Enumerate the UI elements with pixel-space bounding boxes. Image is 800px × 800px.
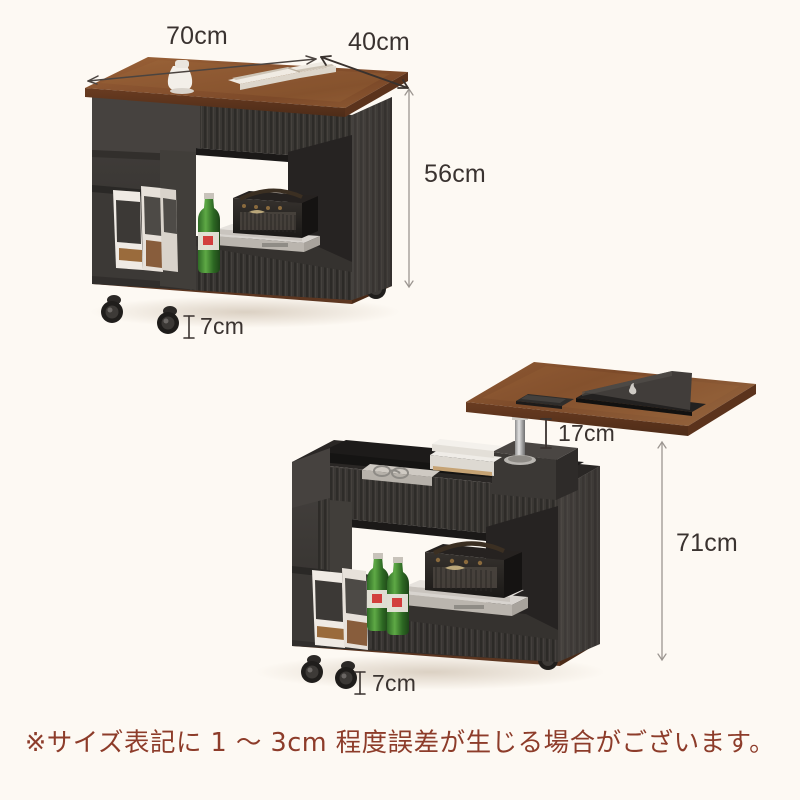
dimension-label-depth: 40cm [348, 28, 410, 56]
beer-bottle-closed [198, 193, 220, 273]
tray-items [362, 439, 502, 486]
open-book-closed [228, 62, 336, 90]
shelf-items-closed [198, 188, 320, 273]
laptop [576, 371, 706, 416]
dimension-label-caster-bottom: 7cm [372, 670, 417, 696]
speaker-closed [233, 188, 318, 238]
phone [516, 394, 574, 409]
magazines-closed [113, 186, 178, 272]
dimension-lines-top [87, 55, 414, 339]
size-disclaimer-note: ※サイズ表記に 1 〜 3cm 程度誤差が生じる場合がございます。 [24, 728, 776, 758]
dimension-lines-bottom [354, 418, 667, 695]
beer-bottles-lifted [367, 553, 409, 635]
eyeglasses [373, 465, 409, 479]
dimension-label-height: 56cm [424, 160, 486, 188]
dimension-label-width: 70cm [166, 22, 228, 50]
figure-lifted-table [255, 362, 756, 690]
lift-post [504, 414, 536, 465]
dimension-label-total-height: 71cm [676, 529, 738, 557]
shelf-items-lifted [367, 541, 528, 635]
dimension-label-caster-top: 7cm [200, 313, 245, 339]
dimension-label-lift-rise: 17cm [558, 420, 616, 446]
speaker-lifted [425, 541, 522, 598]
figure-closed-table [85, 57, 408, 334]
magazines-lifted [312, 568, 368, 650]
